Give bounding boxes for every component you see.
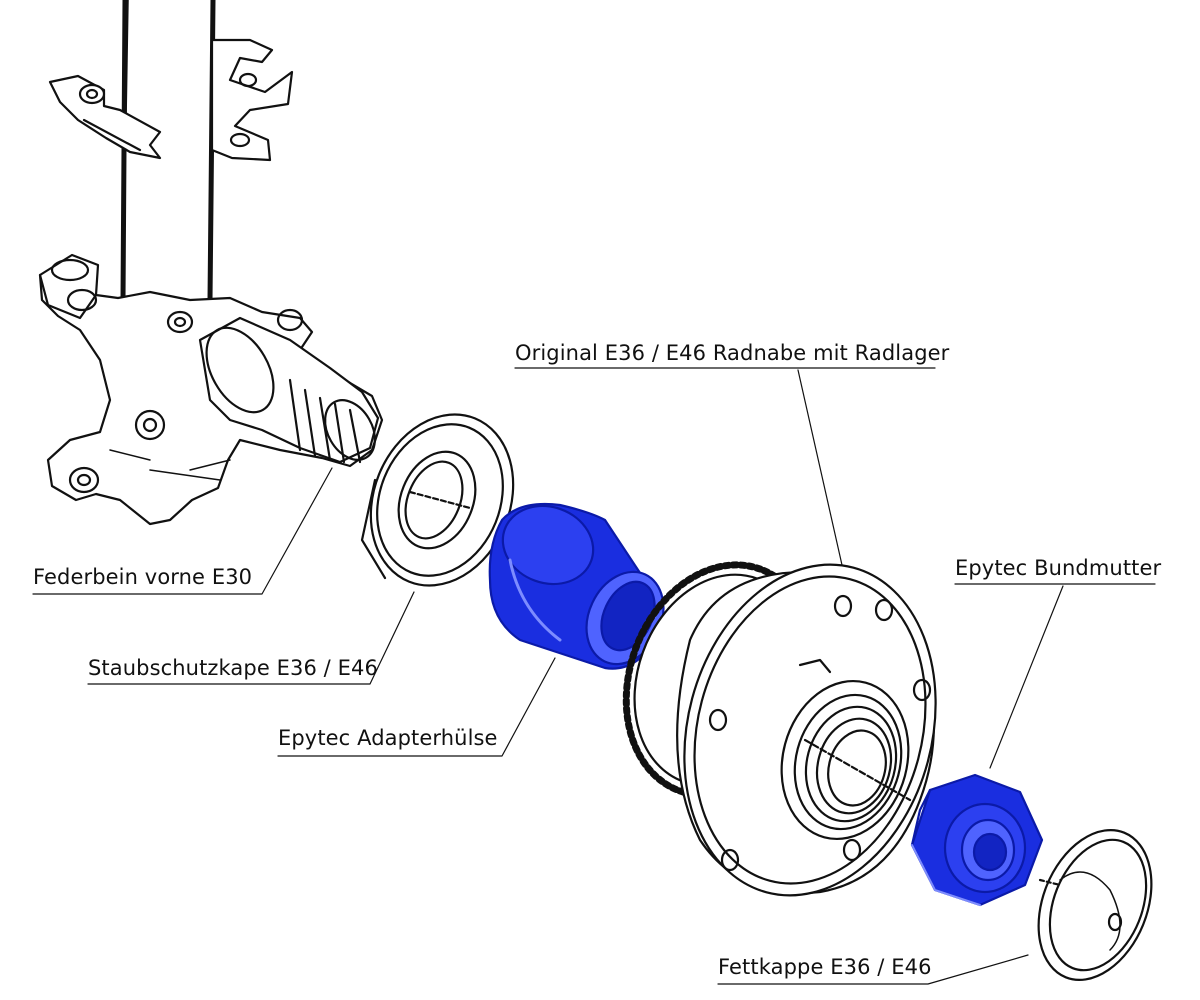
strut-label: Federbein vorne E30 [33, 565, 253, 589]
adapter-sleeve-part [488, 502, 665, 670]
strut-assembly [38, 0, 384, 526]
leader-lines [32, 367, 1156, 985]
dust-shield-part [360, 413, 515, 587]
adapter-sleeve-label: Epytec Adapterhülse [278, 726, 498, 750]
collar-nut-label: Epytec Bundmutter [955, 556, 1162, 580]
wheel-hub-label: Original E36 / E46 Radnabe mit Radlager [515, 341, 950, 365]
collar-nut-part [910, 773, 1044, 907]
grease-cap-part [1037, 829, 1153, 981]
wheel-hub-part [622, 561, 937, 897]
grease-cap-label: Fettkappe E36 / E46 [718, 955, 932, 979]
dust-shield-label: Staubschutzkape E36 / E46 [88, 656, 378, 680]
